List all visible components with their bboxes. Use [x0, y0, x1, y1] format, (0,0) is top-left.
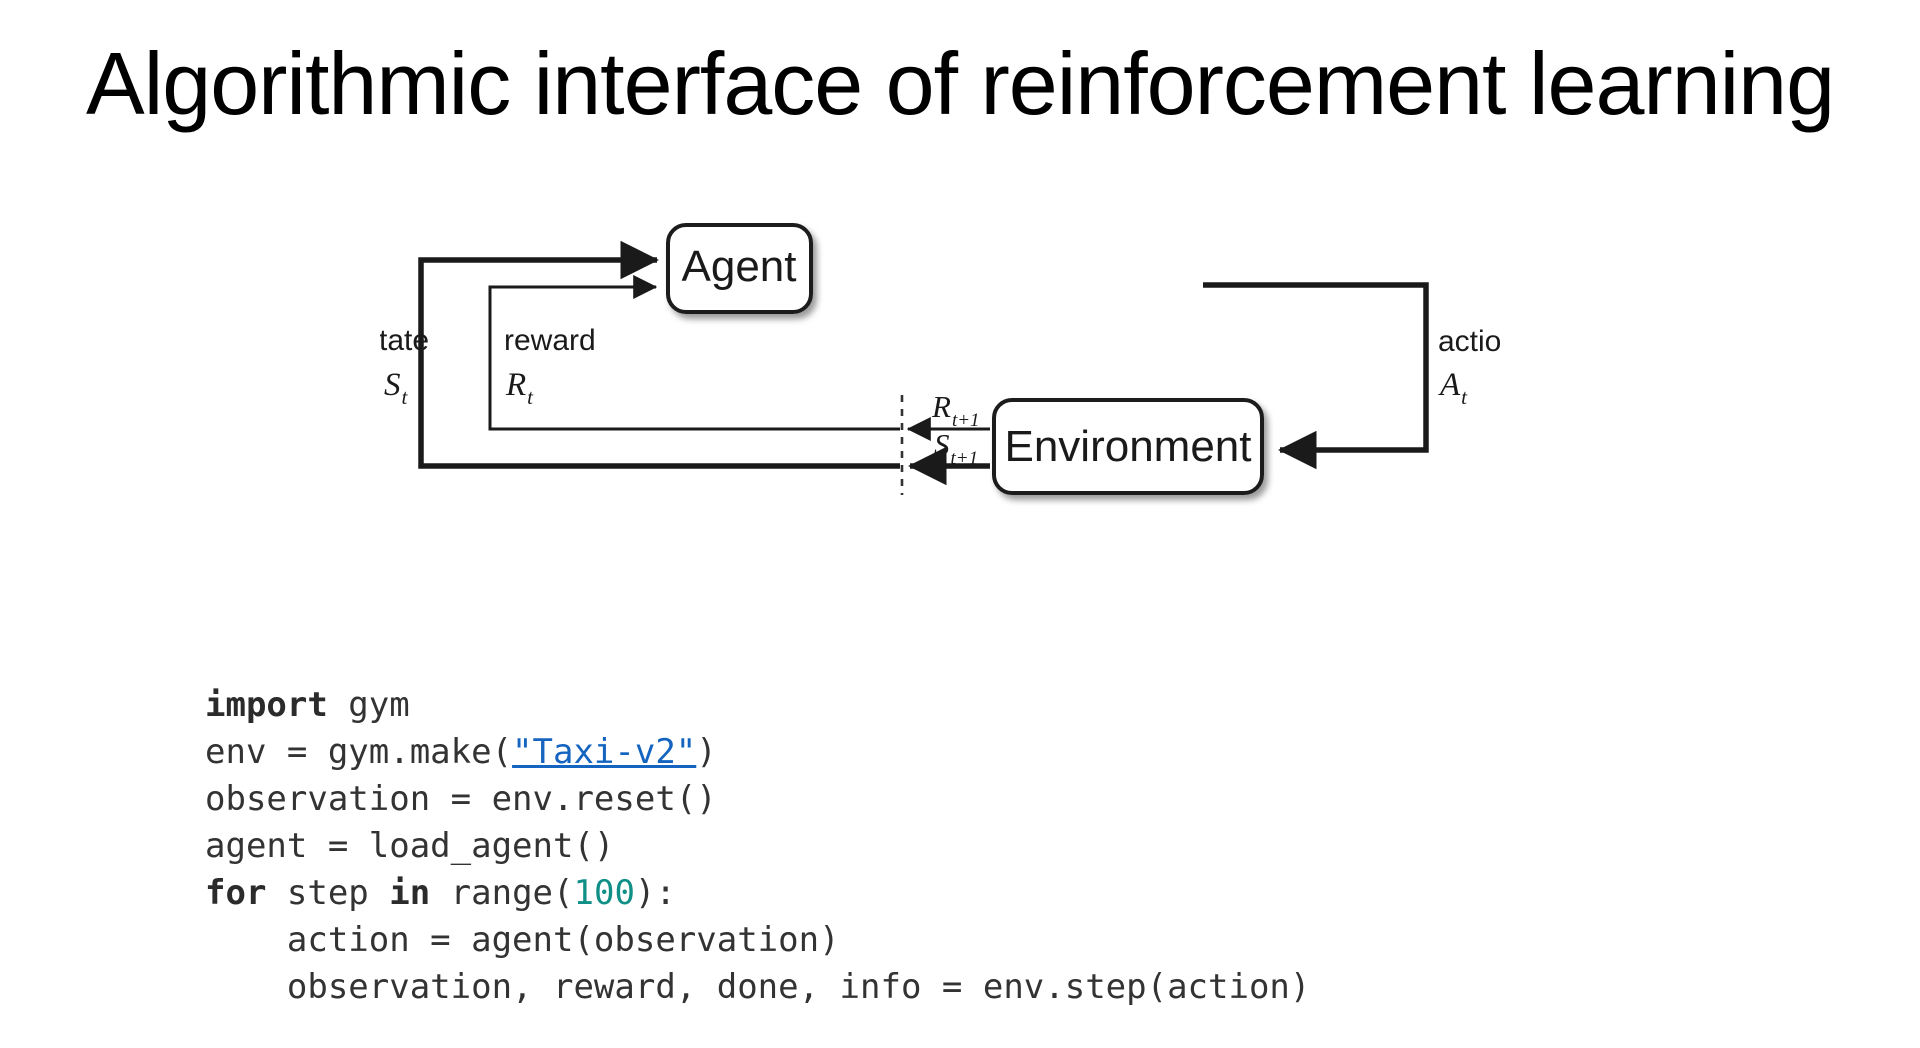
code-text: gym — [327, 685, 410, 725]
state-label-word: state — [380, 324, 429, 357]
action-label-group: action At — [1438, 325, 1500, 409]
svg-text:Rt: Rt — [505, 367, 534, 409]
reward-label-word: reward — [504, 324, 596, 357]
svg-text:Rt+1: Rt+1 — [931, 389, 980, 431]
code-line: env = gym.make("Taxi-v2") — [205, 729, 1310, 776]
code-text: ) — [696, 732, 717, 772]
code-env-id-link[interactable]: "Taxi-v2" — [512, 732, 697, 772]
reward-next-label-group: Rt+1 — [931, 389, 980, 431]
code-text: observation, reward, done, info = env.st… — [205, 967, 1311, 1007]
svg-text:St: St — [384, 367, 409, 409]
code-keyword: import — [205, 685, 328, 725]
page-title: Algorithmic interface of reinforcement l… — [86, 34, 1835, 133]
action-label-symbol: A — [1438, 367, 1461, 403]
code-line: action = agent(observation) — [205, 917, 1310, 964]
code-line: import gym — [205, 682, 1310, 729]
agent-node[interactable]: Agent — [666, 223, 813, 314]
rl-loop-diagram: Agent Environment state St reward Rt — [380, 205, 1500, 535]
state-next-label-group: St+1 — [934, 427, 978, 469]
action-label-subscript: t — [1461, 385, 1468, 409]
code-text: step — [266, 873, 390, 913]
state-next-label-subscript: t+1 — [951, 448, 979, 469]
svg-text:At: At — [1438, 367, 1468, 409]
code-line: observation, reward, done, info = env.st… — [205, 964, 1311, 1011]
reward-label-subscript: t — [527, 385, 534, 409]
state-label-group: state St — [380, 324, 429, 409]
agent-node-label: Agent — [682, 242, 797, 291]
code-text: ): — [634, 873, 676, 913]
code-keyword: in — [389, 873, 431, 913]
state-next-label-symbol: S — [934, 427, 950, 462]
code-line: for step in range(100): — [205, 870, 1310, 917]
code-keyword: for — [205, 873, 267, 913]
code-text: agent = load_agent() — [205, 826, 615, 866]
code-text: range( — [430, 873, 574, 913]
code-line: agent = load_agent() — [205, 823, 1310, 870]
reward-label-group: reward Rt — [504, 324, 596, 409]
action-edge — [1203, 282, 1429, 470]
reward-edge — [488, 275, 900, 431]
code-text: action = agent(observation) — [205, 920, 840, 960]
state-label-symbol: S — [384, 367, 401, 403]
reward-next-label-symbol: R — [931, 389, 951, 424]
code-number-literal: 100 — [573, 873, 635, 913]
state-edge — [418, 240, 900, 469]
reward-next-label-subscript: t+1 — [952, 410, 980, 431]
reward-label-symbol: R — [505, 367, 526, 403]
code-text: observation = env.reset() — [205, 779, 717, 819]
svg-text:St+1: St+1 — [934, 427, 978, 469]
environment-node[interactable]: Environment — [992, 398, 1264, 495]
code-line: observation = env.reset() — [205, 776, 1310, 823]
action-label-word: action — [1438, 325, 1500, 358]
environment-node-label: Environment — [1004, 422, 1251, 471]
state-label-subscript: t — [402, 385, 409, 409]
code-text: env = gym.make( — [205, 732, 513, 772]
